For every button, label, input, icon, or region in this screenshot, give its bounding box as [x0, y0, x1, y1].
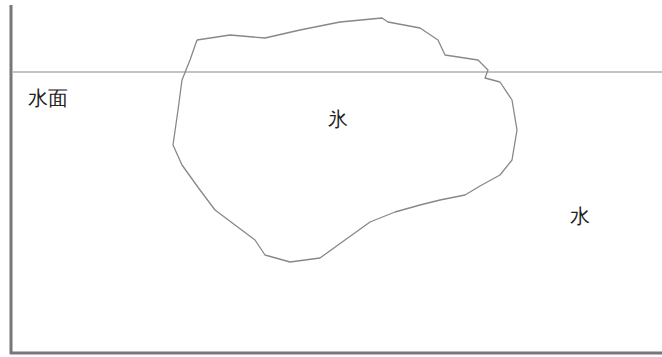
tank-bottom	[10, 352, 662, 355]
ice-label: 氷	[328, 107, 348, 131]
water-surface-line	[13, 71, 662, 72]
ice-block: 氷	[172, 15, 519, 263]
tank-wall	[10, 5, 13, 354]
surface-label: 水面	[28, 86, 68, 110]
water-label: 水	[570, 204, 590, 228]
ice-outline-path	[173, 18, 517, 262]
ice-outline	[172, 15, 519, 263]
